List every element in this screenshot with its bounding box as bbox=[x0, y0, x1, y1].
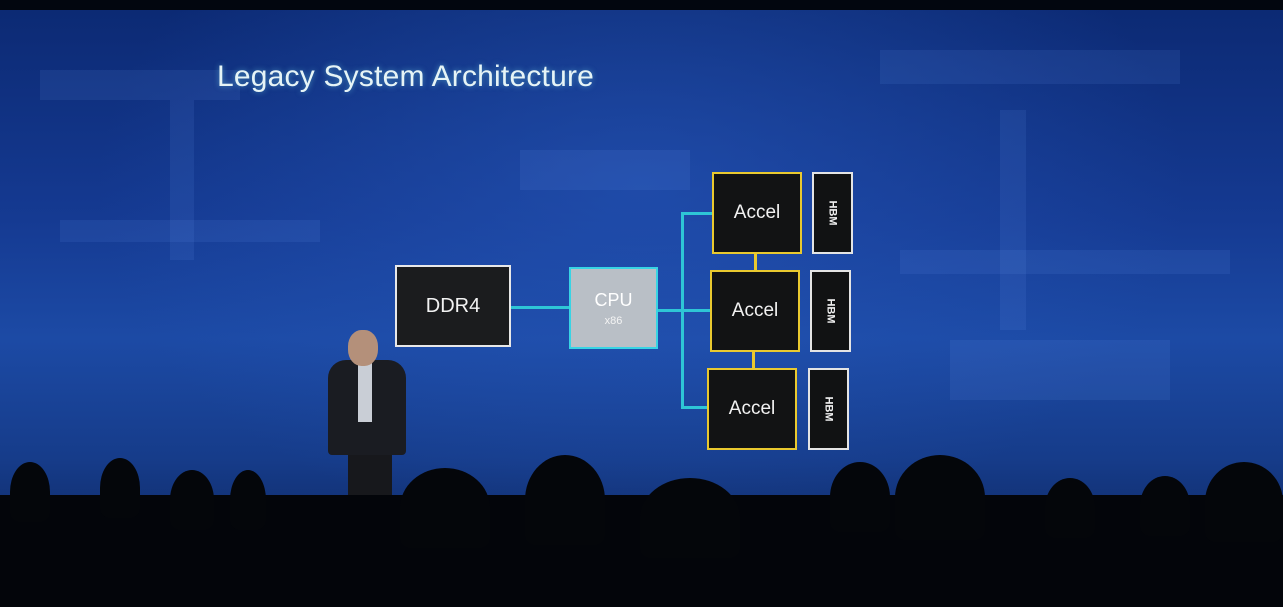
ddr4-cpu-link bbox=[511, 306, 569, 309]
circuit-trace bbox=[170, 100, 194, 260]
presenter-head bbox=[348, 330, 378, 366]
circuit-trace bbox=[40, 70, 240, 100]
cpu-label: CPU bbox=[594, 289, 633, 310]
audience-head bbox=[100, 458, 140, 518]
audience-head bbox=[10, 462, 50, 522]
ddr4-label: DDR4 bbox=[425, 294, 481, 317]
audience-head bbox=[1045, 478, 1095, 538]
circuit-trace bbox=[900, 250, 1230, 274]
ddr4-memory-box: DDR4 bbox=[395, 265, 511, 347]
circuit-trace bbox=[520, 150, 690, 190]
audience-head bbox=[525, 455, 605, 545]
circuit-trace bbox=[880, 50, 1180, 84]
hbm-label: HBM bbox=[826, 200, 839, 226]
circuit-trace bbox=[950, 340, 1170, 400]
accelerator-box-2: Accel bbox=[710, 270, 800, 352]
accel-1-2-link bbox=[754, 254, 757, 270]
accelerator-label: Accel bbox=[733, 202, 781, 223]
audience-head bbox=[400, 468, 490, 548]
hbm-box-2: HBM bbox=[810, 270, 851, 352]
hbm-box-3: HBM bbox=[808, 368, 849, 450]
slide-title: Legacy System Architecture bbox=[217, 60, 595, 93]
circuit-trace bbox=[60, 220, 320, 242]
hbm-box-1: HBM bbox=[812, 172, 853, 254]
bus-to-accel-1 bbox=[681, 212, 712, 215]
accel-bus-vertical bbox=[681, 212, 684, 408]
hbm-label: HBM bbox=[824, 298, 837, 324]
cpu-box: CPU x86 bbox=[569, 267, 658, 349]
accelerator-label: Accel bbox=[731, 300, 779, 321]
audience-head bbox=[1140, 476, 1190, 536]
circuit-trace bbox=[1000, 110, 1026, 330]
presenter-shirt bbox=[358, 362, 372, 422]
audience-head bbox=[895, 455, 985, 540]
accelerator-box-3: Accel bbox=[707, 368, 797, 450]
audience-head bbox=[830, 462, 890, 532]
accelerator-label: Accel bbox=[728, 398, 776, 419]
cpu-bus-link bbox=[658, 309, 710, 312]
hbm-label: HBM bbox=[822, 396, 835, 422]
accel-2-3-link bbox=[752, 352, 755, 368]
audience-head bbox=[1205, 462, 1283, 542]
audience-head bbox=[170, 470, 214, 530]
bus-to-accel-3 bbox=[681, 406, 707, 409]
cpu-arch-label: x86 bbox=[604, 314, 623, 327]
audience-head bbox=[640, 478, 740, 558]
accelerator-box-1: Accel bbox=[712, 172, 802, 254]
audience-head bbox=[230, 470, 266, 530]
